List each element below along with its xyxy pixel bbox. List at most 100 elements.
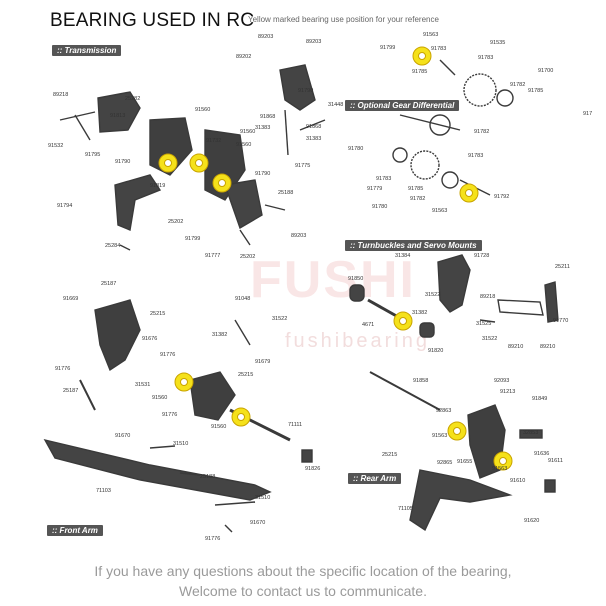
part-number-label: 31384 <box>395 253 410 259</box>
part-number-label: 31383 <box>306 136 321 142</box>
part-number-label: 71105 <box>398 506 413 512</box>
part-number-label: 91563 <box>432 433 447 439</box>
part-number-label: 91560 <box>195 107 210 113</box>
part-number-label: 91670 <box>115 433 130 439</box>
part-number-label: 91780 <box>372 204 387 210</box>
front-arm-part <box>43 438 272 533</box>
part-number-label: 91790 <box>255 171 270 177</box>
part-number-label: 91858 <box>413 378 428 384</box>
part-number-label: 91792 <box>494 194 509 200</box>
part-number-label: 917 <box>583 111 592 117</box>
footer-contact-line: Welcome to contact us to communicate. <box>179 583 427 599</box>
part-number-label: 4671 <box>362 322 374 328</box>
part-number-label: 91732 <box>206 138 221 144</box>
part-number-label: 25282 <box>125 96 140 102</box>
part-number-label: 91776 <box>205 536 220 542</box>
part-number-label: 89218 <box>53 92 68 98</box>
part-number-label: 25215 <box>238 372 253 378</box>
part-number-label: 91610 <box>510 478 525 484</box>
part-number-label: 31525 <box>476 321 491 327</box>
part-number-labels: 89203 89202 89203 89218 25282 91813 91532 91795… <box>48 32 592 542</box>
part-number-label: 91813 <box>110 113 125 119</box>
part-number-label: 91670 <box>250 520 265 526</box>
part-number-label: 91776 <box>55 366 70 372</box>
part-number-label: 89203 <box>291 233 306 239</box>
part-number-label: 91048 <box>235 296 250 302</box>
watermark-site: fushibearing <box>285 330 430 352</box>
part-number-label: 31383 <box>255 125 270 131</box>
part-number-label: 91775 <box>295 163 310 169</box>
footer-question-line: If you have any questions about the spec… <box>94 563 512 579</box>
part-number-label: 25187 <box>101 281 116 287</box>
part-number-label: 89202 <box>236 54 251 60</box>
part-number-label: 91676 <box>142 336 157 342</box>
part-number-label: 91560 <box>211 424 226 430</box>
part-number-label: 25188 <box>200 474 215 480</box>
turnbuckles-parts <box>349 254 559 338</box>
part-number-label: 91213 <box>500 389 515 395</box>
part-number-label: 91655 <box>457 459 472 465</box>
transmission-parts <box>59 64 326 251</box>
part-number-label: 91819 <box>150 183 165 189</box>
part-number-label: 32853 <box>523 430 538 436</box>
section-turnbuckles-servo-mounts: :: Turnbuckles and Servo Mounts <box>345 240 482 251</box>
part-number-label: 31510 <box>255 495 270 501</box>
part-number-label: 71111 <box>288 422 302 428</box>
part-number-label: 91783 <box>431 46 446 52</box>
part-number-label: 91783 <box>478 55 493 61</box>
part-number-label: 91783 <box>376 176 391 182</box>
part-number-label: 31531 <box>135 382 150 388</box>
part-number-label: 91785 <box>412 69 427 75</box>
part-number-label: 31448 <box>328 102 343 108</box>
part-number-label: 91636 <box>534 451 549 457</box>
part-number-label: 25187 <box>63 388 78 394</box>
part-number-label: 31522 <box>272 316 287 322</box>
part-number-label: 91669 <box>63 296 78 302</box>
part-number-label: 91611 <box>548 458 563 464</box>
part-number-label: 91782 <box>410 196 425 202</box>
part-number-label: 89210 <box>508 344 523 350</box>
part-number-label: 91826 <box>305 466 320 472</box>
part-number-label: 92093 <box>494 378 509 384</box>
highlighted-bearings <box>158 46 513 471</box>
part-number-label: 91868 <box>260 114 275 120</box>
part-number-label: 91820 <box>428 348 443 354</box>
part-number-label: 91535 <box>490 40 505 46</box>
front-hub-parts <box>79 299 313 463</box>
part-number-label: 31522 <box>482 336 497 342</box>
part-number-label: 91782 <box>510 82 525 88</box>
part-number-label: 71103 <box>96 488 111 494</box>
part-number-label: 31382 <box>412 310 427 316</box>
part-number-label: 91790 <box>298 88 313 94</box>
part-number-label: 91785 <box>528 88 543 94</box>
part-number-label: 89210 <box>540 344 555 350</box>
part-number-label: 91560 <box>240 129 255 135</box>
part-number-label: 91770 <box>553 318 568 324</box>
part-number-label: 91700 <box>538 68 553 74</box>
part-number-label: 91560 <box>152 395 167 401</box>
part-number-label: 91780 <box>348 146 363 152</box>
part-number-label: 91776 <box>160 352 175 358</box>
section-optional-gear-differential: :: Optional Gear Differential <box>345 100 460 111</box>
part-number-label: 91783 <box>468 153 483 159</box>
part-number-label: 25188 <box>278 190 293 196</box>
part-number-label: 91679 <box>255 359 270 365</box>
part-number-label: 91777 <box>205 253 220 259</box>
part-number-label: 91850 <box>348 276 363 282</box>
part-number-label: 92865 <box>437 460 452 466</box>
part-number-label: 31522 <box>425 292 440 298</box>
part-number-label: 25284 <box>105 243 120 249</box>
part-number-label: 91785 <box>408 186 423 192</box>
part-number-label: 91795 <box>85 152 100 158</box>
part-number-label: 91799 <box>380 45 395 51</box>
page-subtitle: Yellow marked bearing use position for y… <box>248 15 439 24</box>
part-number-label: 91532 <box>48 143 63 149</box>
part-number-label: 91563 <box>423 32 438 38</box>
part-number-label: 91776 <box>162 412 177 418</box>
part-number-label: 25202 <box>240 254 255 260</box>
part-number-label: 89203 <box>306 39 321 45</box>
section-front-arm: :: Front Arm <box>47 525 103 536</box>
section-rear-arm: :: Rear Arm <box>348 473 402 484</box>
